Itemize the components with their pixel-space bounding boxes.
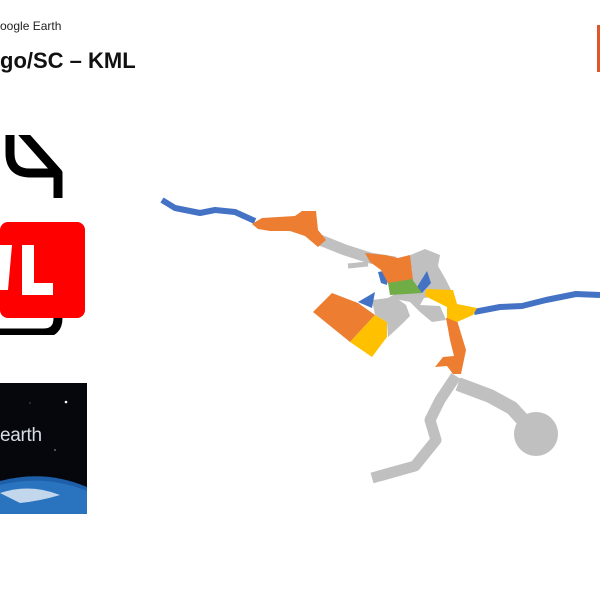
yellow-regions [350, 289, 477, 357]
kml-file-icon [0, 135, 85, 335]
gray-regions [317, 234, 558, 484]
google-earth-logo: earth [0, 383, 87, 514]
blue-rivers [160, 197, 600, 315]
accent-bar [597, 25, 600, 72]
orange-regions [252, 211, 466, 374]
slide-title: go/SC – KML [0, 48, 136, 73]
slide-subtitle: oogle Earth [0, 19, 62, 33]
green-region [388, 279, 422, 295]
earth-logo-text: earth [0, 425, 42, 446]
